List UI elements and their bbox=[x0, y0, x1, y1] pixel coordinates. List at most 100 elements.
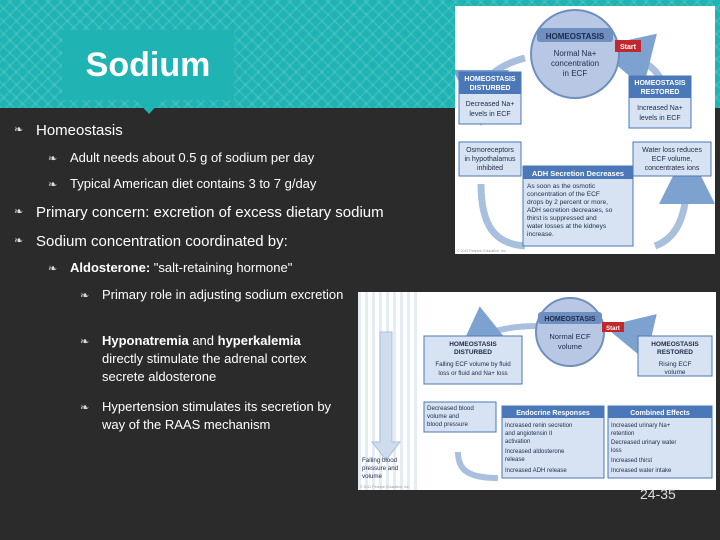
bullet-leaf-icon: ❧ bbox=[80, 336, 90, 348]
figure-sodium-osmotic-homeostasis: HOMEOSTASIS Normal Na+ concentration in … bbox=[453, 6, 715, 254]
hyponatremia-label: Hyponatremia bbox=[102, 333, 189, 348]
combined-title: Combined Effects bbox=[630, 410, 690, 417]
figure-copyright: © 2012 Pearson Education, Inc. bbox=[457, 249, 506, 253]
restored-title-line: HOMEOSTASIS bbox=[634, 80, 686, 87]
disturbed-title-line: DISTURBED bbox=[454, 349, 492, 356]
title-tab: Sodium bbox=[62, 30, 234, 114]
disturbed-box bbox=[423, 335, 523, 385]
endocrine-line: Increased aldosterone bbox=[505, 449, 565, 455]
adh-title: ADH Secretion Decreases bbox=[532, 169, 624, 178]
center-title: HOMEOSTASIS bbox=[544, 316, 596, 323]
adh-line: As soon as the osmotic bbox=[527, 183, 596, 190]
bullet-hyponatremia: ❧ Hyponatremia and hyperkalemia directly… bbox=[80, 332, 345, 387]
bullet-leaf-icon: ❧ bbox=[48, 179, 58, 191]
bullet-primary-role: ❧ Primary role in adjusting sodium excre… bbox=[80, 286, 345, 307]
figure-copyright: © 2012 Pearson Education, Inc. bbox=[360, 485, 409, 489]
slide-title: Sodium bbox=[85, 45, 211, 84]
endocrine-line: Increased ADH release bbox=[505, 468, 567, 474]
restored-title-line: RESTORED bbox=[641, 89, 680, 96]
restored-text-line: Increased Na+ bbox=[637, 105, 683, 112]
endocrine-title: Endocrine Responses bbox=[516, 410, 590, 417]
disturbed-title-line: HOMEOSTASIS bbox=[449, 341, 497, 348]
adh-line: concentration of the ECF bbox=[527, 191, 600, 198]
bullet-coordinated: ❧ Sodium concentration coordinated by: bbox=[14, 231, 454, 252]
disturbed-title-line: HOMEOSTASIS bbox=[464, 76, 516, 83]
decreased-bp-line: blood pressure bbox=[427, 421, 468, 428]
cycle-arrow bbox=[653, 148, 715, 250]
page-number: 24-35 bbox=[640, 486, 676, 502]
combined-line: Increased water intake bbox=[611, 468, 672, 474]
center-text-line: volume bbox=[558, 342, 582, 351]
combined-line: Decreased urinary water bbox=[611, 440, 676, 446]
decreased-bp-line: volume and bbox=[427, 413, 460, 420]
bullet-text: Primary role in adjusting sodium excreti… bbox=[102, 287, 344, 302]
osmo-line: in hypothalamus bbox=[465, 156, 516, 163]
hyponatremia-text: directly stimulate the adrenal cortex se… bbox=[102, 351, 307, 385]
adh-line: drops by 2 percent or more, bbox=[527, 199, 608, 206]
primary-concern-text: excretion of excess dietary sodium bbox=[149, 204, 384, 221]
restored-title-line: HOMEOSTASIS bbox=[651, 341, 699, 348]
endocrine-line: activation bbox=[505, 439, 530, 445]
bullet-american-diet: ❧ Typical American diet contains 3 to 7 … bbox=[48, 175, 448, 196]
figure-bottom-svg: HOMEOSTASIS Normal ECF volume Start HOME… bbox=[360, 297, 713, 489]
falling-bp-line: volume bbox=[362, 473, 383, 480]
bullet-leaf-icon: ❧ bbox=[14, 124, 24, 136]
restored-title-line: RESTORED bbox=[657, 349, 693, 356]
combined-line: retention bbox=[611, 431, 634, 437]
restored-box bbox=[637, 335, 713, 377]
center-text-line: Normal Na+ bbox=[554, 49, 597, 58]
bullet-homeostasis: ❧ Homeostasis bbox=[14, 120, 444, 141]
bullet-leaf-icon: ❧ bbox=[80, 290, 90, 302]
disturbed-text-line: Decreased Na+ bbox=[466, 101, 515, 108]
osmoreceptors-box bbox=[458, 141, 522, 177]
and-text: and bbox=[188, 333, 218, 348]
combined-line: Increased urinary Na+ bbox=[611, 423, 671, 429]
aldosterone-label: Aldosterone: bbox=[70, 260, 151, 275]
bullet-primary-concern: ❧ Primary concern: excretion of excess d… bbox=[14, 202, 454, 223]
start-tag bbox=[615, 40, 641, 52]
cycle-arrow bbox=[477, 183, 526, 250]
falling-bp-line: Falling blood bbox=[362, 457, 398, 464]
start-tag bbox=[602, 322, 624, 332]
decreased-bp-box bbox=[423, 401, 497, 433]
disturbed-text-line: Falling ECF volume by fluid bbox=[435, 361, 511, 368]
center-text-line: concentration bbox=[551, 59, 599, 68]
figure-top-svg: HOMEOSTASIS Normal Na+ concentration in … bbox=[453, 9, 715, 253]
endocrine-line: release bbox=[505, 457, 525, 463]
hyperkalemia-label: hyperkalemia bbox=[217, 333, 301, 348]
disturbed-text-line: loss or fluid and Na+ loss bbox=[438, 370, 507, 377]
combined-line: loss bbox=[611, 448, 622, 454]
start-label: Start bbox=[606, 326, 620, 332]
combined-line: Increased thirst bbox=[611, 458, 652, 464]
restored-text-line: Rising ECF bbox=[659, 361, 692, 368]
adh-line: water losses at the kidneys bbox=[526, 223, 607, 230]
water-loss-line: Water loss reduces bbox=[642, 147, 702, 154]
aldosterone-text: "salt-retaining hormone" bbox=[150, 260, 293, 275]
falling-bp-line: pressure and bbox=[362, 465, 399, 472]
adh-line: ADH secretion decreases, so bbox=[527, 207, 613, 214]
bullet-text: Sodium concentration coordinated by: bbox=[36, 233, 288, 250]
osmo-line: Osmoreceptors bbox=[466, 147, 514, 154]
adh-line: thirst is suppressed and bbox=[527, 215, 597, 222]
falling-arrow bbox=[370, 331, 402, 461]
restored-text-line: levels in ECF bbox=[639, 115, 680, 122]
cycle-arrow bbox=[455, 451, 499, 481]
disturbed-title-line: DISTURBED bbox=[470, 85, 511, 92]
decreased-bp-line: Decreased blood bbox=[427, 405, 474, 412]
endocrine-line: and angiotensin II bbox=[505, 431, 553, 437]
restored-text-line: volume bbox=[665, 369, 686, 376]
bullet-leaf-icon: ❧ bbox=[80, 402, 90, 414]
adh-line: increase. bbox=[527, 231, 554, 238]
primary-concern-label: Primary concern: bbox=[36, 204, 150, 221]
bullet-adult-needs: ❧ Adult needs about 0.5 g of sodium per … bbox=[48, 149, 448, 170]
bullet-text: Hypertension stimulates its secretion by… bbox=[102, 399, 332, 433]
center-text-line: in ECF bbox=[563, 69, 588, 78]
bullet-text: Typical American diet contains 3 to 7 g/… bbox=[70, 176, 317, 191]
bullet-leaf-icon: ❧ bbox=[48, 263, 58, 275]
bullet-hypertension: ❧ Hypertension stimulates its secretion … bbox=[80, 398, 345, 434]
figure-ecf-volume-homeostasis: HOMEOSTASIS Normal ECF volume Start HOME… bbox=[358, 292, 716, 490]
endocrine-line: Increased renin secretion bbox=[505, 423, 572, 429]
osmo-line: inhibited bbox=[477, 165, 503, 172]
center-text-line: Normal ECF bbox=[549, 332, 591, 341]
water-loss-box bbox=[632, 141, 712, 177]
